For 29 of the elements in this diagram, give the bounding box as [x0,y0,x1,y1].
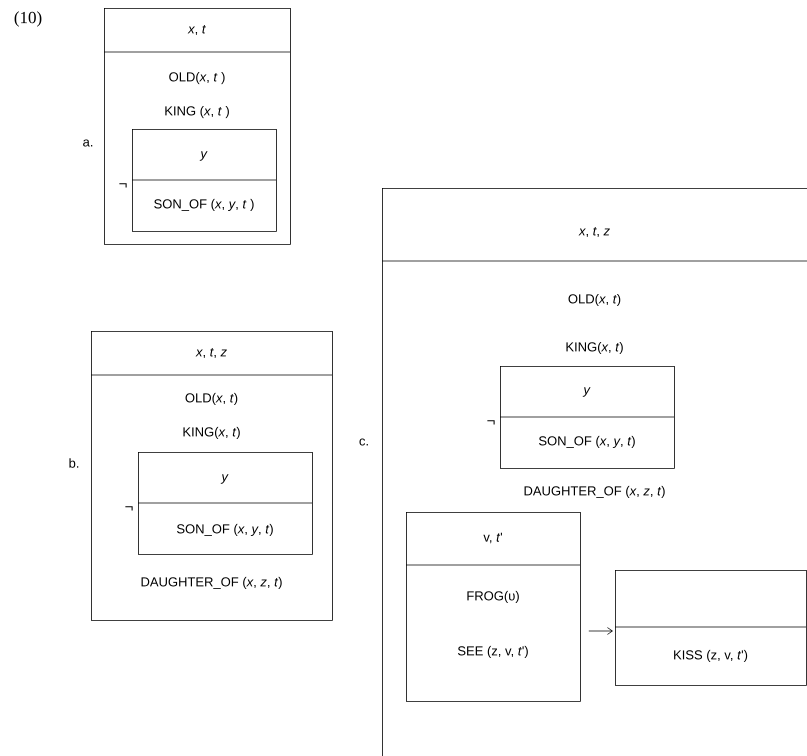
condition-text: SON_OF (x, y, t) [538,436,635,448]
condition-text: x, t, z [578,226,610,238]
condition-text: y [200,151,208,161]
condition-text: DAUGHTER_OF (x, z, t) [524,486,665,498]
condition-text: OLD(x, t ) [169,72,225,84]
condition-text: OLD(x, t) [568,294,620,306]
condition-text: SON_OF (x, y, t ) [154,198,254,212]
condition-text: x, t, z [195,348,227,358]
negation-sign: ¬ [487,420,495,424]
item-label: a. [83,139,92,147]
condition-text: x, t [188,24,206,36]
item-label: b. [69,458,78,468]
condition-text: KING(x, t) [566,342,623,354]
condition-text: SON_OF (x, y, t) [176,524,273,536]
condition-text: OLD(x, t) [186,392,238,406]
condition-text: y [582,387,591,397]
condition-text: KING(x, t) [183,426,240,440]
condition-text: SEE (z, v, t') [458,646,528,658]
condition-text: FROG(υ) [467,590,519,604]
condition-text: v, t' [483,532,502,544]
negation-sign: ¬ [125,506,133,510]
condition-text: DAUGHTER_OF (x, z, t) [142,576,282,590]
condition-text: KISS (z, v, t') [674,650,748,662]
arrow [588,627,613,635]
condition-text: KING (x, t ) [165,106,229,118]
condition-text: y [220,474,229,484]
item-label: c. [360,438,368,446]
example-number: (10) [14,11,42,27]
negation-sign: ¬ [119,183,127,188]
